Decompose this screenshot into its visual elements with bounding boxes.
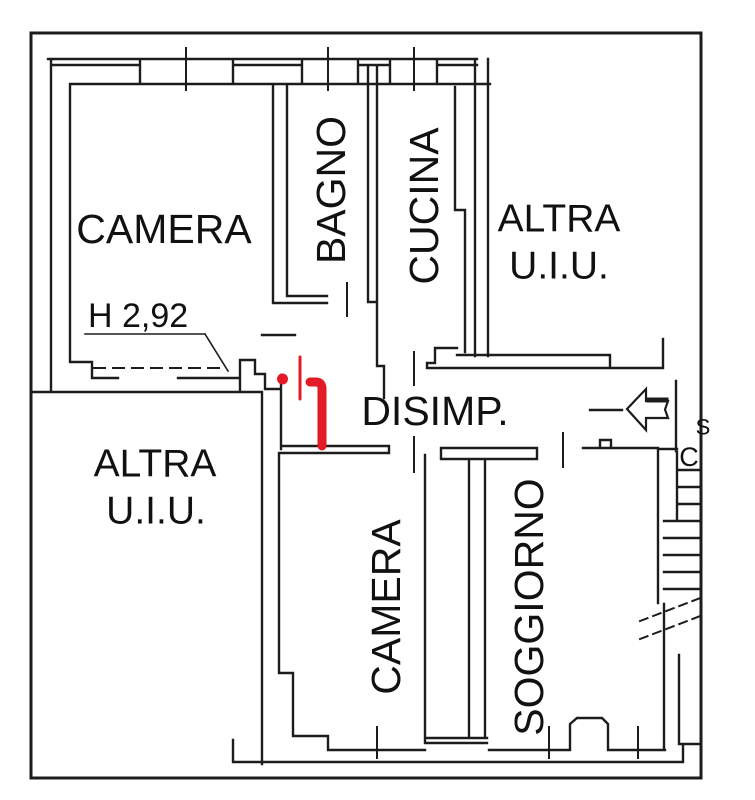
label-bagno: BAGNO bbox=[308, 116, 354, 264]
label-stairwell-s: S bbox=[696, 415, 711, 440]
entrance-arrow-icon bbox=[625, 386, 670, 433]
red-door-annotation bbox=[277, 355, 327, 451]
label-altra-uiu-left-line1: ALTRA bbox=[94, 443, 217, 486]
label-altra-uiu-left-line2: U.I.U. bbox=[106, 490, 206, 533]
red-door-wall-mark bbox=[305, 377, 327, 451]
stair-break-line bbox=[638, 595, 705, 641]
label-altra-uiu-top-line1: ALTRA bbox=[498, 198, 621, 241]
label-stairwell-c: C bbox=[679, 442, 699, 472]
red-door-hinge-dot bbox=[277, 373, 288, 385]
wall-lines bbox=[29, 57, 703, 766]
label-ceiling-height: H 2,92 bbox=[88, 297, 188, 335]
plan-frame bbox=[29, 31, 703, 780]
labels: CAMERA BAGNO CUCINA ALTRA U.I.U. H 2,92 … bbox=[76, 116, 710, 736]
walls bbox=[29, 31, 705, 780]
opening-ticks bbox=[185, 47, 639, 759]
label-camera-bottom: CAMERA bbox=[363, 519, 409, 695]
label-soggiorno: SOGGIORNO bbox=[506, 478, 552, 735]
label-camera-top: CAMERA bbox=[76, 206, 252, 252]
label-disimpegno: DISIMP. bbox=[361, 388, 508, 434]
label-altra-uiu-top-line2: U.I.U. bbox=[509, 245, 609, 288]
label-cucina: CUCINA bbox=[401, 127, 447, 285]
height-note-leader bbox=[84, 332, 230, 373]
